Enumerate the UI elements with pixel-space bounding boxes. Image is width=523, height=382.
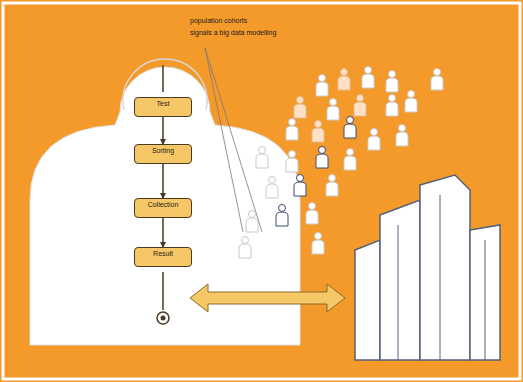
person-figure [276, 205, 288, 227]
box-text: Test [141, 100, 185, 108]
flow-arrow [162, 164, 164, 198]
person-figure [286, 151, 298, 173]
person-figure [354, 95, 366, 117]
person-figure [344, 149, 356, 171]
process-box: Result [134, 247, 192, 267]
process-box: Sorting [134, 144, 192, 164]
end-circle [157, 312, 169, 324]
person-figure [405, 91, 417, 113]
person-figure [344, 117, 356, 139]
note-text: signals a big data modelling [190, 29, 276, 36]
person-figure [266, 177, 278, 199]
double-arrow [190, 284, 345, 312]
person-figure [338, 69, 350, 91]
crowd [239, 67, 443, 259]
process-box: Collection [134, 198, 192, 218]
box-text: Result [141, 250, 185, 258]
person-figure [316, 75, 328, 97]
person-figure [239, 237, 251, 259]
person-figure [246, 211, 258, 233]
person-figure [327, 99, 339, 121]
flow-arrow [162, 218, 164, 247]
person-figure [316, 147, 328, 169]
person-figure [396, 125, 408, 147]
frame [3, 3, 520, 379]
person-figure [294, 97, 306, 119]
person-figure [294, 175, 306, 197]
box-text: Sorting [141, 147, 185, 155]
end-dot [161, 316, 166, 321]
zoom-line [205, 48, 262, 232]
person-figure [312, 233, 324, 255]
person-figure [312, 121, 324, 143]
person-figure [368, 129, 380, 151]
person-figure [326, 175, 338, 197]
person-figure [306, 203, 318, 225]
zoom-line [205, 48, 243, 232]
buildings [355, 175, 500, 360]
person-figure [386, 71, 398, 93]
flow-arrow [162, 117, 164, 144]
person-figure [256, 147, 268, 169]
person-figure [362, 67, 374, 89]
start-line [162, 65, 164, 92]
note-text: population cohorts [190, 17, 247, 24]
end-line [162, 272, 164, 310]
person-figure [431, 69, 443, 91]
box-text: Collection [141, 201, 185, 209]
process-box: Test [134, 97, 192, 117]
person-figure [386, 95, 398, 117]
person-figure [286, 119, 298, 141]
